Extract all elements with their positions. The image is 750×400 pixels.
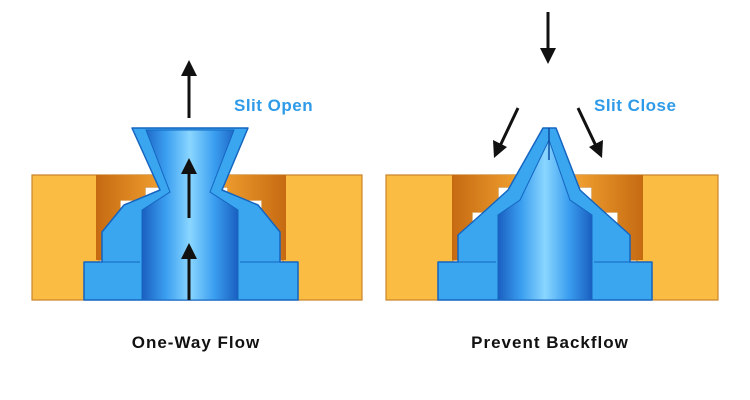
slit-close-panel: Slit Close (385, 12, 719, 301)
up-arrow-icon (181, 243, 197, 300)
one-way-flow-caption: One-Way Flow (131, 333, 261, 352)
up-arrow-icon (181, 158, 197, 218)
slit-close-label: Slit Close (594, 96, 676, 115)
down-arrow-icon (540, 12, 556, 64)
slit-open-panel: Slit Open (31, 60, 363, 301)
prevent-backflow-caption: Prevent Backflow (471, 333, 629, 352)
slit-open-label: Slit Open (234, 96, 313, 115)
up-arrow-icon (181, 60, 197, 118)
down-right-arrow-icon (576, 107, 603, 158)
down-left-arrow-icon (493, 107, 520, 158)
housing-cavity-right (452, 175, 643, 260)
valve-bore-closed (497, 138, 593, 301)
